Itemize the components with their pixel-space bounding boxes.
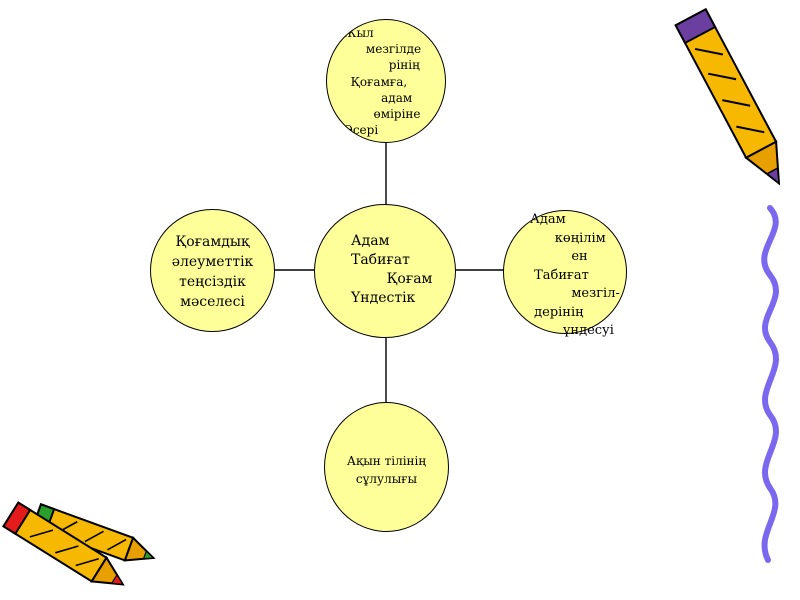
node-bottom: Ақын тілінің сұлулығы: [324, 402, 449, 532]
node-left: Қоғамдық әлеуметтік теңсіздік мәселесі: [150, 209, 275, 332]
node-top: Жыл мезгілде рінің Қоғамға, адам өміріне…: [326, 19, 446, 143]
node-bottom-label: Ақын тілінің сұлулығы: [346, 454, 427, 486]
node-left-label: Қоғамдық әлеуметтік теңсіздік мәселесі: [171, 234, 254, 310]
node-center: Адам Табиғат Қоғам Үндестік: [314, 204, 456, 338]
node-right-label: Адам көңілім ен Табиғат мезгіл- дерінің …: [530, 212, 620, 338]
node-top-label: Жыл мезгілде рінің Қоғамға, адам өміріне…: [343, 26, 422, 138]
node-center-label: Адам Табиғат Қоғам Үндестік: [351, 233, 433, 306]
node-right: Адам көңілім ен Табиғат мезгіл- дерінің …: [503, 210, 627, 338]
